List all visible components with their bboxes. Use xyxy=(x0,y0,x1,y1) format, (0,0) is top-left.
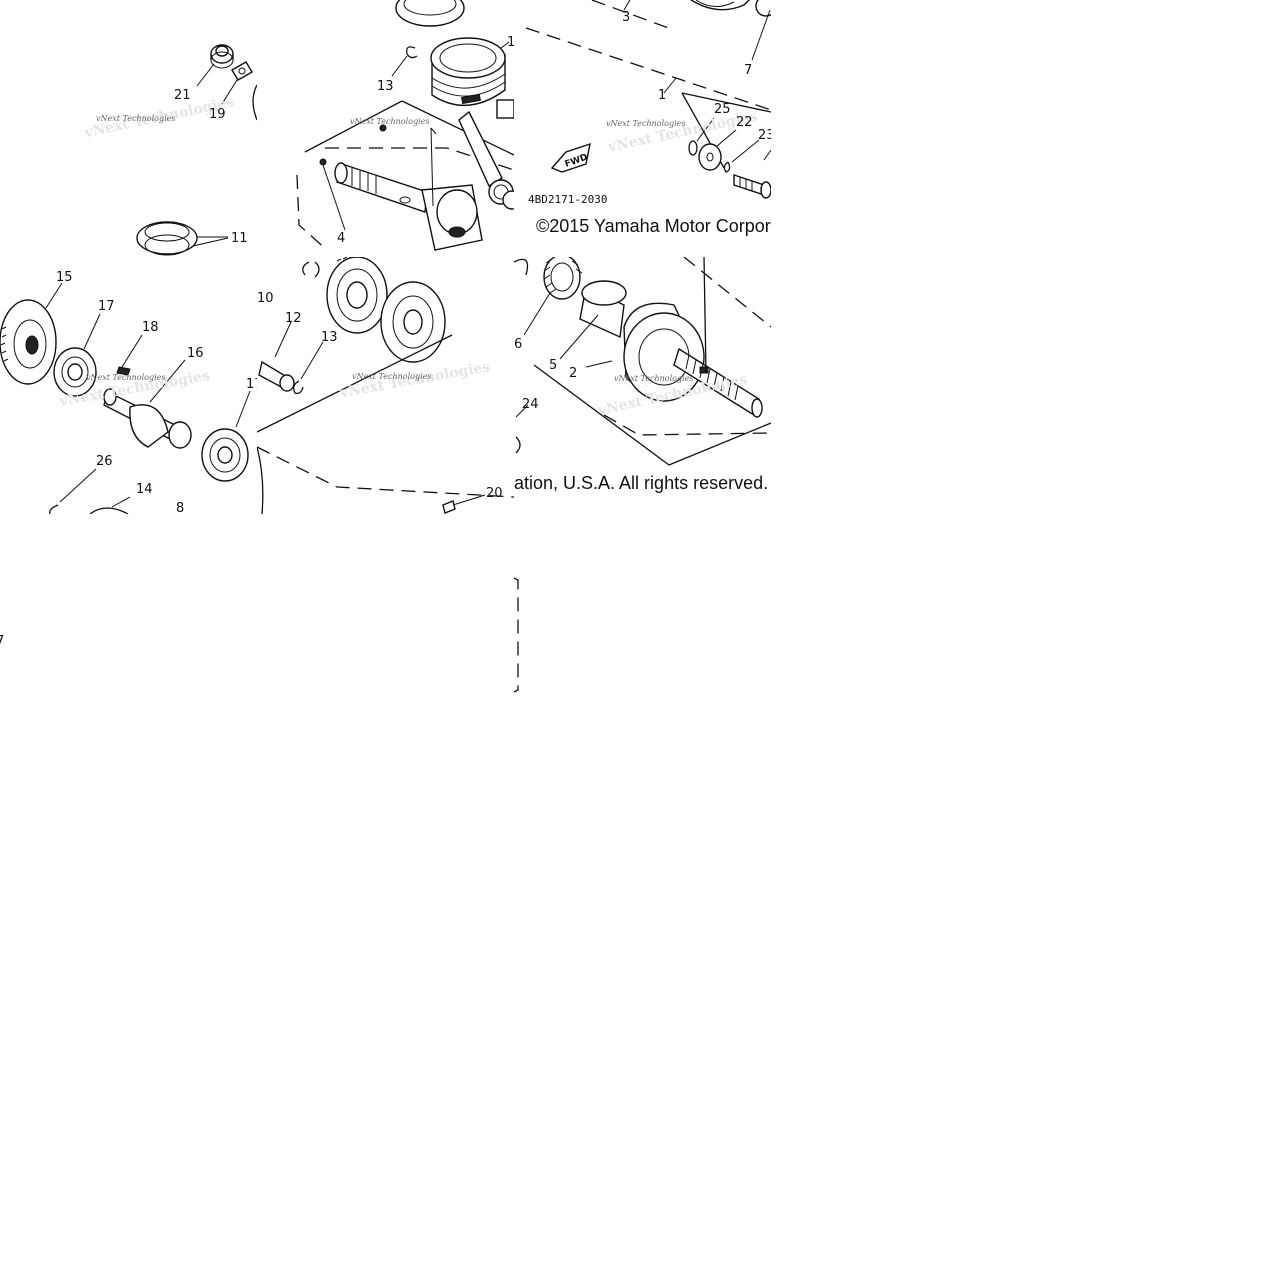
part-label: 15 xyxy=(56,270,73,285)
tile-top-middle-drawing: vNext Technologies 13 10 4 xyxy=(296,0,514,251)
part-label: 17 xyxy=(246,377,257,392)
tile-top-left: vNext Technologies vNext Technologies 21… xyxy=(0,0,257,257)
part-label: 3 xyxy=(622,10,630,25)
part-label: 19 xyxy=(209,107,226,122)
nut-part xyxy=(210,44,234,69)
svg-text:vNext Technologies: vNext Technologies xyxy=(352,372,431,381)
balancer-shaft-part xyxy=(103,388,192,449)
part-label: 6 xyxy=(514,337,522,352)
part-label: 18 xyxy=(142,320,159,335)
crank-pin-part xyxy=(579,280,627,339)
svg-text:vNext Technologies: vNext Technologies xyxy=(96,114,175,123)
drive-gear-part xyxy=(0,299,57,385)
part-label: 5 xyxy=(549,358,557,373)
part-label: 1 xyxy=(658,88,666,103)
circlip-part xyxy=(406,46,418,59)
part-label: 14 xyxy=(136,482,153,497)
svg-text:vNext Technologies: vNext Technologies xyxy=(350,117,429,126)
pin-part xyxy=(442,500,456,514)
part-label: 21 xyxy=(174,88,191,103)
part-label: 2 xyxy=(569,366,577,381)
tile-top-right: FWD vNext Technologies vNext Technologie… xyxy=(514,0,771,257)
o-ring-part xyxy=(688,140,698,156)
part-label: 10 xyxy=(507,35,514,50)
part-label: 10 xyxy=(257,291,274,306)
crankshaft-right-part xyxy=(623,302,763,418)
svg-text:vNext Technologies: vNext Technologies xyxy=(86,373,165,382)
main-bearing-part xyxy=(380,281,446,363)
forward-arrow-icon: FWD xyxy=(550,142,591,173)
tile-middle-right-drawing: vNext Technologies vNext Technologies 6 … xyxy=(514,257,771,493)
tile-bottom-middle-drawing xyxy=(513,577,519,693)
part-label: 16 xyxy=(187,346,204,361)
piston-part xyxy=(430,37,506,106)
svg-text:vNext Technologies: vNext Technologies xyxy=(614,374,693,383)
part-label: 26 xyxy=(96,454,113,469)
part-label: 7 xyxy=(0,634,4,649)
crankcase-part xyxy=(689,0,771,17)
part-label: 24 xyxy=(522,397,539,412)
part-label: 20 xyxy=(486,486,503,501)
main-bearing-part xyxy=(326,257,388,334)
lock-washer-part xyxy=(231,61,253,81)
copyright-part-1: ©2015 Yamaha Motor Corpor xyxy=(536,216,771,236)
tile-top-middle: vNext Technologies 13 10 4 xyxy=(257,0,514,257)
part-label: 13 xyxy=(321,330,338,345)
tile-bottom-left-drawing: 7 xyxy=(0,634,4,649)
part-label: 11 xyxy=(231,231,248,246)
svg-text:vNext Technologies: vNext Technologies xyxy=(606,119,685,128)
piston-ring-part xyxy=(395,0,465,27)
washer-part xyxy=(698,143,722,171)
needle-bearing-part xyxy=(543,257,583,300)
bolt-part xyxy=(733,174,771,199)
tile-center-drawing: vNext Technologies vNext Technologies 10… xyxy=(257,257,514,514)
washer-part xyxy=(49,504,59,514)
tile-center: vNext Technologies vNext Technologies 10… xyxy=(257,257,514,514)
tile-top-right-drawing: FWD vNext Technologies vNext Technologie… xyxy=(525,0,771,236)
connecting-rod-part xyxy=(458,110,514,210)
part-label: 13 xyxy=(377,79,394,94)
crankshaft-left-part xyxy=(334,162,483,251)
part-label: 12 xyxy=(285,311,302,326)
tile-middle-left: vNext Technologies vNext Technologies 15… xyxy=(0,257,257,514)
part-label: 22 xyxy=(736,115,753,130)
copyright-part-2: ation, U.S.A. All rights reserved. xyxy=(514,473,768,493)
tile-bottom-middle xyxy=(257,514,520,771)
diagram-code: 4BD2171-2030 xyxy=(528,193,607,206)
part-label: 17 xyxy=(98,299,115,314)
bearing-part xyxy=(201,428,249,482)
tile-middle-left-drawing: vNext Technologies vNext Technologies 15… xyxy=(0,270,257,514)
part-label: 25 xyxy=(714,102,731,117)
piston-ring-set-part xyxy=(136,221,229,256)
part-label: 23 xyxy=(758,128,771,143)
bearing-part xyxy=(53,347,97,397)
part-label: 7 xyxy=(744,63,752,78)
tile-top-left-drawing: vNext Technologies vNext Technologies 21… xyxy=(82,44,257,256)
tile-bottom-left: 7 xyxy=(0,514,257,771)
piston-pin-part xyxy=(258,360,295,392)
part-label: 4 xyxy=(337,231,345,246)
tile-middle-right: vNext Technologies vNext Technologies 6 … xyxy=(514,257,771,514)
part-label: 8 xyxy=(176,501,184,514)
